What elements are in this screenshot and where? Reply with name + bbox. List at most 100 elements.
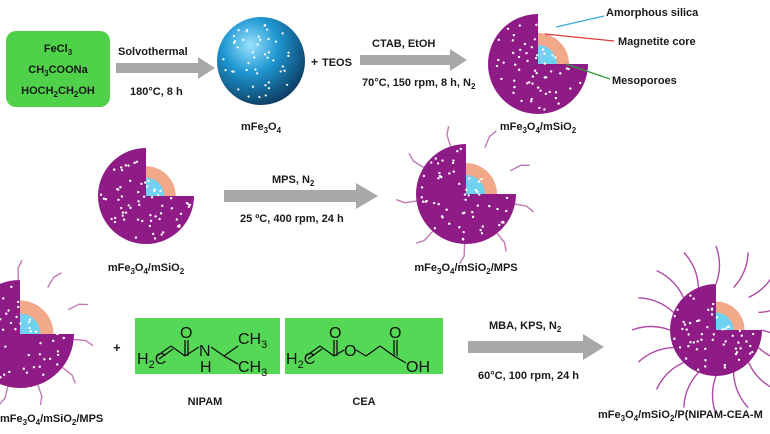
product2-label: mFe3O4/mSiO2 xyxy=(500,121,577,135)
row2-input-label: mFe3O4/mSiO2 xyxy=(108,262,185,276)
polymer-brush xyxy=(758,310,770,314)
pore-dots xyxy=(19,318,38,333)
pore-dots xyxy=(465,177,483,193)
mps-tether xyxy=(0,386,9,405)
polymer-brush xyxy=(733,252,749,288)
polymer-brush xyxy=(655,361,684,390)
step2-condition-top: CTAB, EtOH xyxy=(372,38,435,50)
magnetite-core xyxy=(20,313,41,334)
polymer-brush xyxy=(761,329,770,333)
pore-dots xyxy=(145,179,162,197)
polymer-brush xyxy=(638,297,674,313)
polymer-brush xyxy=(758,347,770,357)
reagent-ethylene-glycol: HOCH2CH2OH xyxy=(21,85,95,99)
nipam-label: NIPAM xyxy=(188,396,223,408)
pore-dots xyxy=(420,147,509,241)
mps-tether xyxy=(496,232,507,252)
polymer-brush xyxy=(683,251,700,288)
pore-dots xyxy=(535,48,557,65)
sphere-dots xyxy=(222,23,290,99)
step1-condition-top: Solvothermal xyxy=(118,46,188,58)
row3-condition-bottom: 60°C, 100 rpm, 24 h xyxy=(478,370,579,382)
leader-mesopores xyxy=(565,63,611,80)
cea-ester-oxygen: O xyxy=(344,343,356,360)
core-shell-particle-mps-input xyxy=(0,259,94,406)
mps-tether xyxy=(67,303,88,311)
core-shell-particle-2 xyxy=(98,148,194,244)
polymer-brush xyxy=(748,278,770,299)
cea-carbonyl-oxygen-1: O xyxy=(329,325,341,342)
pore-dots xyxy=(0,285,65,379)
row3-product-label: mFe3O4/mSiO2/P(NIPAM-CEA-M xyxy=(598,409,763,423)
mps-tether xyxy=(408,152,424,169)
plus-sign-2: + xyxy=(113,340,121,355)
polymer-brush xyxy=(715,245,721,285)
row3-input-label: mFe3O4/mSiO2/MPS xyxy=(0,413,103,427)
core-shell-particle-1 xyxy=(488,14,588,114)
cea-carbonyl-oxygen-2: O xyxy=(389,325,401,342)
mps-tether xyxy=(446,126,452,147)
core-shell-particle-mps xyxy=(395,126,535,265)
leader-magnetite-core xyxy=(544,33,615,42)
plus-sign-1: + xyxy=(311,55,318,69)
nipam-structure xyxy=(156,340,239,365)
row2-condition-bottom: 25 ºC, 400 rpm, 24 h xyxy=(240,213,344,225)
mps-tether xyxy=(484,130,497,148)
nipam-h2c: H2C xyxy=(137,351,166,371)
reagent-sodium-acetate: CH3COONa xyxy=(28,64,88,78)
reagent-fecl3: FeCl3 xyxy=(44,43,73,57)
row2-condition-top: MPS, N2 xyxy=(272,174,315,188)
nipam-ch3-bottom: CH3 xyxy=(238,359,267,379)
polymer-brush xyxy=(747,362,770,388)
cea-structure xyxy=(305,340,407,364)
process-arrow-2 xyxy=(360,49,467,71)
mps-tether xyxy=(459,243,466,265)
magnetite-core xyxy=(466,175,485,194)
mps-tether xyxy=(514,203,535,213)
row3-condition-top: MBA, KPS, N2 xyxy=(489,320,562,334)
leader-amorphous-silica xyxy=(555,15,605,28)
polymer-brush xyxy=(656,269,685,298)
green-reagent-box xyxy=(6,31,110,107)
pore-dots xyxy=(495,23,582,111)
magnetite-core xyxy=(716,312,734,330)
pore-dots xyxy=(99,160,192,240)
product1-label: mFe3O4 xyxy=(241,121,282,135)
legend-mesopores: Mesoporoes xyxy=(612,75,677,87)
process-arrow-3 xyxy=(224,183,378,209)
pore-dots xyxy=(715,315,731,331)
nipam-nitrogen: N xyxy=(199,343,211,360)
polymer-brush-particle xyxy=(631,245,770,415)
nipam-oxygen: O xyxy=(180,325,192,342)
mps-tether xyxy=(73,338,94,347)
cea-hydroxyl: OH xyxy=(406,359,430,376)
polymer-brush xyxy=(637,346,674,363)
step1-condition-bottom: 180°C, 8 h xyxy=(130,86,183,98)
polymer-brush xyxy=(711,375,717,415)
row2-product-label: mFe3O4/mSiO2/MPS xyxy=(414,262,517,276)
nipam-ch3-top: CH3 xyxy=(238,331,267,351)
legend-amorphous-silica: Amorphous silica xyxy=(606,7,699,19)
pore-dots xyxy=(673,294,755,371)
step2-condition-bottom: 70°C, 150 rpm, 8 h, N2 xyxy=(362,77,476,91)
nipam-hydrogen: H xyxy=(200,359,212,376)
polymer-brush xyxy=(683,372,699,408)
cea-structure-box xyxy=(285,318,443,374)
teos-label: TEOS xyxy=(322,57,352,69)
mps-tether xyxy=(395,198,417,204)
blue-fe3o4-sphere xyxy=(217,17,305,105)
legend-magnetite-core: Magnetite core xyxy=(618,36,696,48)
cea-label: CEA xyxy=(352,396,375,408)
mps-tether xyxy=(47,272,62,288)
mps-tether xyxy=(62,366,77,384)
process-arrow-4 xyxy=(468,334,604,360)
process-arrow-1 xyxy=(116,57,215,79)
mps-tether xyxy=(415,230,434,244)
mps-tether xyxy=(37,384,43,406)
polymer-brush xyxy=(631,325,671,331)
polymer-brush xyxy=(732,372,749,409)
nipam-structure-box xyxy=(135,318,280,374)
mps-tether xyxy=(17,259,23,281)
mps-tether xyxy=(509,164,530,172)
